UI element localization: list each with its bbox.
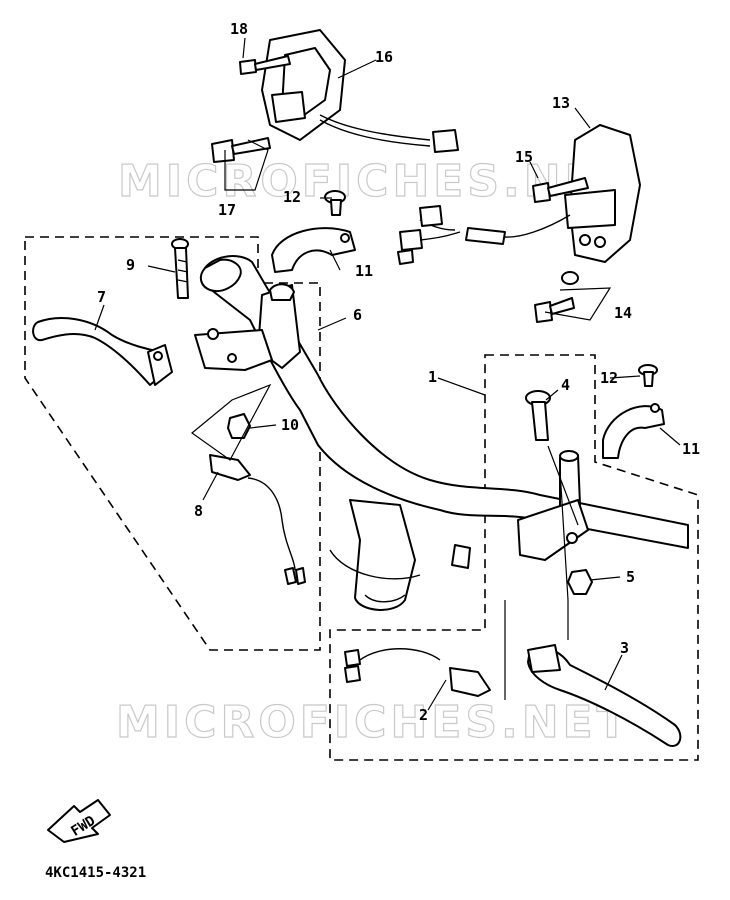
- callout-1: 1: [428, 368, 437, 386]
- callout-8: 8: [194, 502, 203, 520]
- callout-13: 13: [552, 94, 570, 112]
- right-handlebar-clamp: [602, 403, 665, 459]
- right-lever-nut: [567, 569, 593, 595]
- callout-4: 4: [561, 376, 570, 394]
- callout-16: 16: [375, 48, 393, 66]
- right-handlebar-switch: [397, 124, 641, 265]
- leader-lines: [94, 37, 681, 711]
- right-clamp-screw: [638, 364, 658, 387]
- right-lever: [527, 644, 682, 747]
- callout-10: 10: [281, 416, 299, 434]
- upper-clamp-screw: [324, 190, 346, 216]
- right-lever-holder: [517, 450, 589, 561]
- right-switch-screw-upper: [532, 177, 589, 203]
- callout-12-upper: 12: [283, 188, 301, 206]
- front-stop-switch-left: [209, 454, 306, 585]
- fwd-arrow-icon: FWD: [47, 799, 111, 843]
- left-lever-holder: [194, 283, 301, 371]
- callout-2: 2: [419, 706, 428, 724]
- watermark-top: MICROFICHES.NET: [118, 156, 633, 207]
- right-lever-pivot-bolt: [525, 390, 551, 441]
- left-switch-screw-upper: [239, 55, 291, 75]
- callout-18: 18: [230, 20, 248, 38]
- left-switch-screw-lower: [211, 137, 271, 163]
- right-switch-screw-lower: [534, 271, 579, 323]
- callout-9: 9: [126, 256, 135, 274]
- right-lever-group-outline: [329, 354, 699, 761]
- callout-5: 5: [626, 568, 635, 586]
- handlebar: [199, 255, 689, 611]
- callout-11-right: 11: [682, 440, 700, 458]
- callout-7: 7: [97, 288, 106, 306]
- upper-handlebar-clamp: [271, 227, 356, 273]
- callout-11-upper: 11: [355, 262, 373, 280]
- left-lever-nut: [227, 413, 251, 439]
- diagram-code: 4KC1415-4321: [45, 865, 146, 881]
- callout-3: 3: [620, 639, 629, 657]
- callout-15: 15: [515, 148, 533, 166]
- callout-6: 6: [353, 306, 362, 324]
- callout-17: 17: [218, 201, 236, 219]
- left-lever-group-outline: [24, 236, 321, 651]
- left-handlebar-switch: [261, 29, 459, 153]
- callout-14: 14: [614, 304, 632, 322]
- left-lever: [32, 317, 173, 386]
- watermark-bottom: MICROFICHES.NET: [116, 697, 631, 748]
- left-lever-pivot-bolt: [171, 238, 189, 299]
- front-stop-switch-right: [344, 648, 491, 697]
- callout-12-right: 12: [600, 369, 618, 387]
